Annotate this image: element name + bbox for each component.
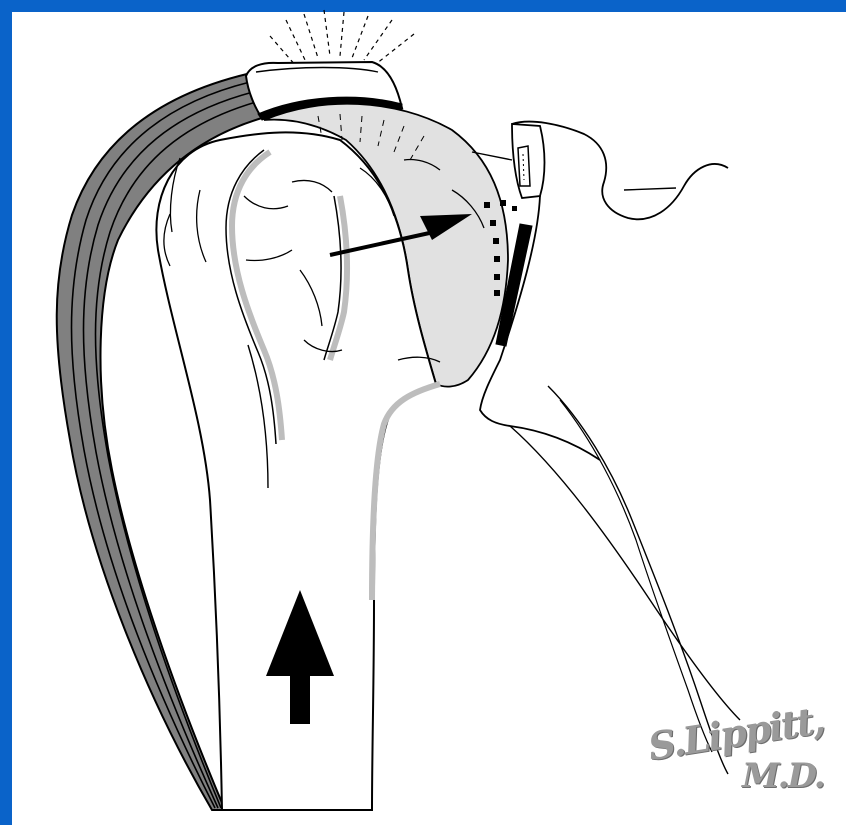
scapula-body-line-1: [510, 426, 740, 720]
scapula-body-line-2: [548, 386, 728, 774]
scapula: [472, 122, 740, 774]
impact-rays: [270, 10, 414, 66]
scapula-body-line-3: [560, 400, 712, 752]
